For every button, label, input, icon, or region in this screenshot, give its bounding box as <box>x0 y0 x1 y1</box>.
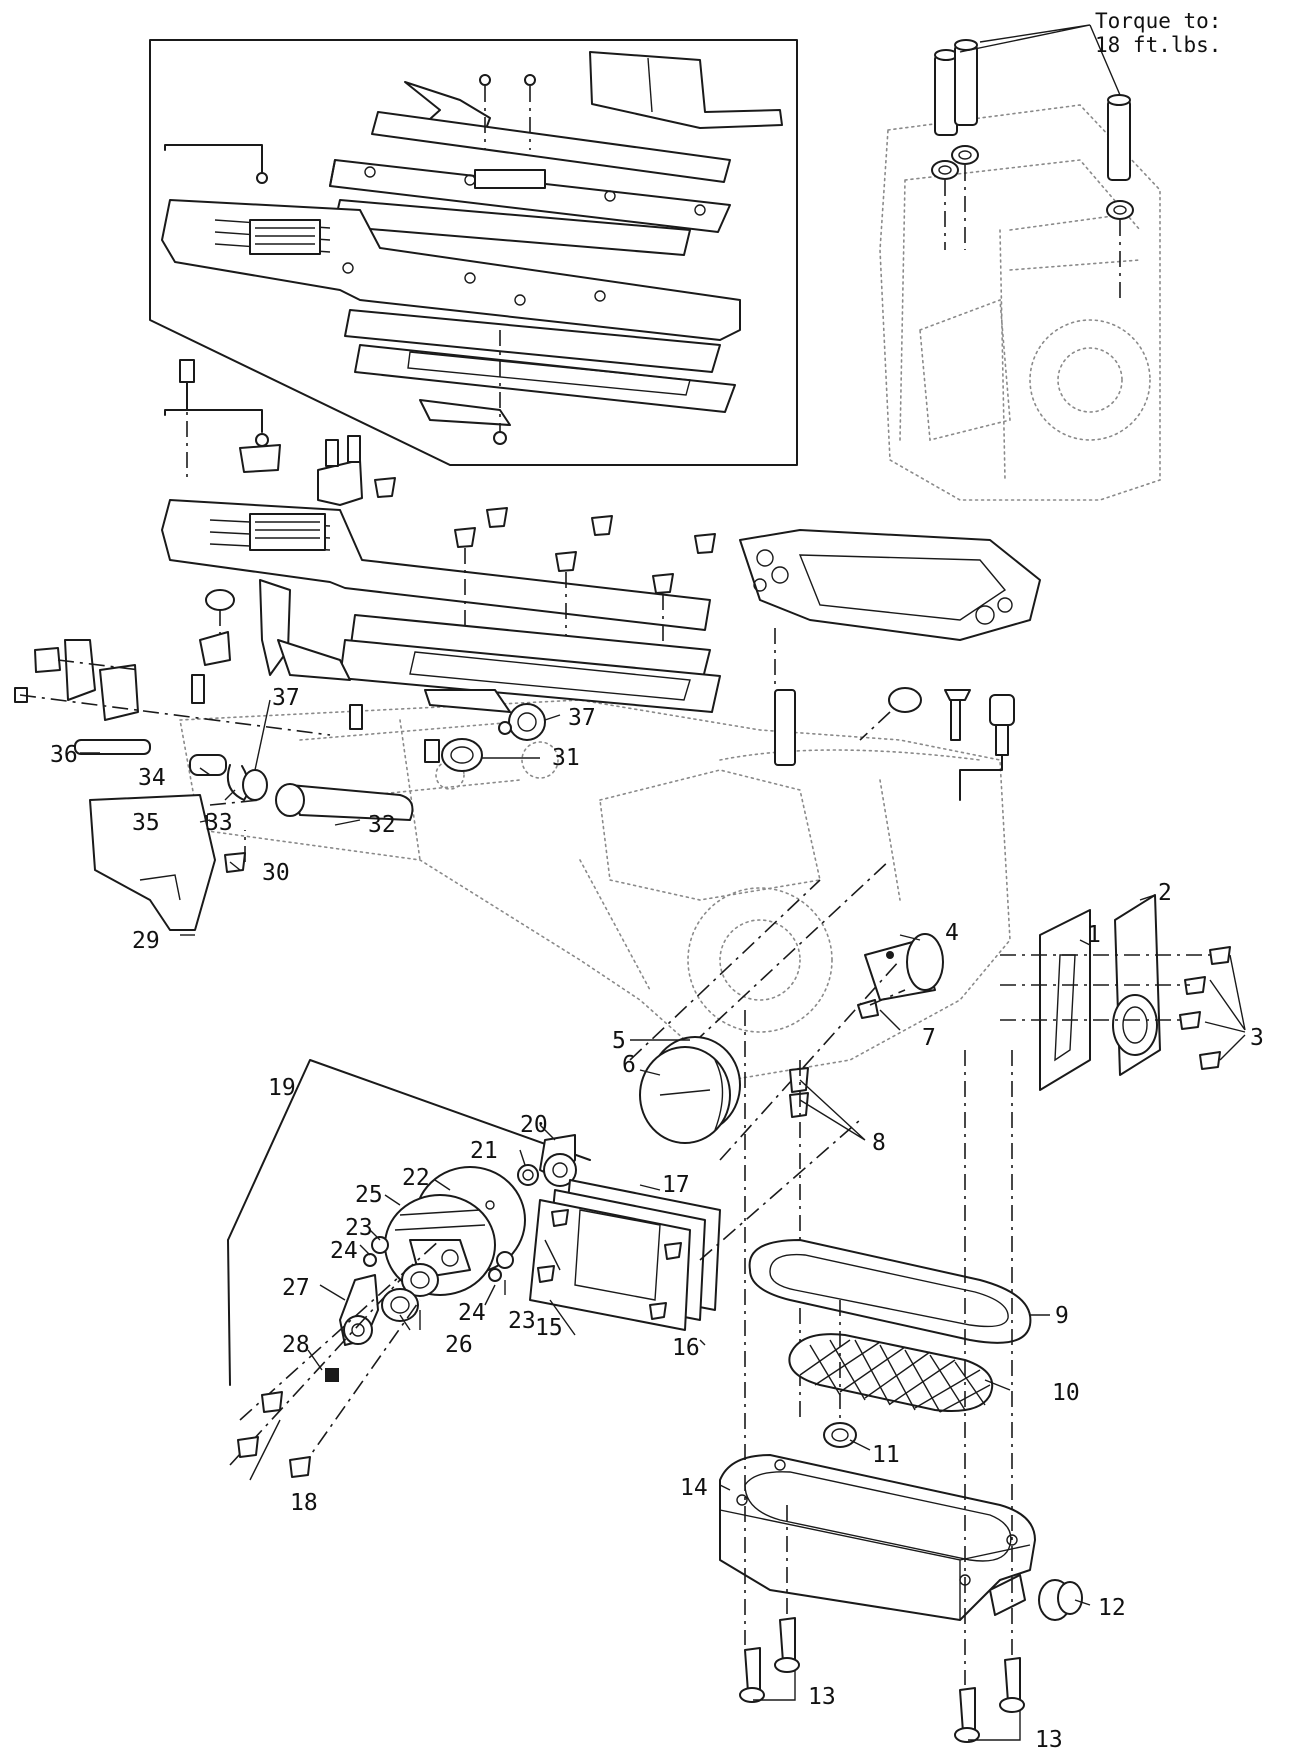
sump-assembly <box>719 1010 1083 1743</box>
dial-assembly <box>227 1059 591 1478</box>
callout-31: 31 <box>552 745 580 771</box>
head-bolts <box>931 24 1134 300</box>
callout-28: 28 <box>282 1332 310 1358</box>
callout-labels: Torque to: 18 ft.lbs. 1 2 3 4 5 6 7 8 9 … <box>50 9 1264 1753</box>
callout-30: 30 <box>262 860 290 886</box>
callout-29: 29 <box>132 928 160 954</box>
callout-4: 4 <box>945 920 959 946</box>
side-plates <box>1000 894 1246 1091</box>
callout-2: 2 <box>1158 880 1172 906</box>
callout-33: 33 <box>205 810 233 836</box>
callout-14: 14 <box>680 1475 708 1501</box>
ghost-cylinder-head <box>879 104 1161 501</box>
callout-32: 32 <box>368 812 396 838</box>
callout-24-right: 24 <box>458 1300 486 1326</box>
callout-37-right: 37 <box>568 705 596 731</box>
callout-23-right: 23 <box>508 1308 536 1334</box>
callout-11: 11 <box>872 1442 900 1468</box>
throat-plate-assembly <box>161 359 721 713</box>
inset-detail-frame <box>149 39 798 466</box>
callout-37-left: 37 <box>272 685 300 711</box>
callout-27: 27 <box>282 1275 310 1301</box>
left-hardware <box>14 639 546 931</box>
center-parts <box>629 859 944 1420</box>
callout-10: 10 <box>1052 1380 1080 1406</box>
callout-leaders <box>80 699 1156 1741</box>
torque-note-line2: 18 ft.lbs. <box>1095 33 1221 57</box>
callout-5: 5 <box>612 1028 626 1054</box>
torque-note-line1: Torque to: <box>1095 9 1221 33</box>
callout-18: 18 <box>290 1490 318 1516</box>
callout-34: 34 <box>138 765 166 791</box>
callout-19: 19 <box>268 1075 296 1101</box>
callout-13-left: 13 <box>808 1684 836 1710</box>
top-gasket <box>739 529 1041 690</box>
callout-26: 26 <box>445 1332 473 1358</box>
cover-plate <box>529 1119 861 1331</box>
callout-22: 22 <box>402 1165 430 1191</box>
callout-8: 8 <box>872 1130 886 1156</box>
callout-21: 21 <box>470 1138 498 1164</box>
callout-3: 3 <box>1250 1025 1264 1051</box>
callout-6: 6 <box>622 1052 636 1078</box>
callout-12: 12 <box>1098 1595 1126 1621</box>
plate-screws <box>374 477 716 675</box>
callout-36: 36 <box>50 742 78 768</box>
upper-right-hardware <box>774 687 1015 801</box>
ghost-main-body <box>179 699 1011 1081</box>
callout-7: 7 <box>922 1025 936 1051</box>
callout-35: 35 <box>132 810 160 836</box>
callout-17: 17 <box>662 1172 690 1198</box>
callout-13-right: 13 <box>1035 1727 1063 1753</box>
callout-25: 25 <box>355 1182 383 1208</box>
callout-23-left: 23 <box>345 1215 373 1241</box>
callout-9: 9 <box>1055 1303 1069 1329</box>
callout-1: 1 <box>1087 922 1101 948</box>
callout-24-left: 24 <box>330 1238 358 1264</box>
callout-15: 15 <box>535 1315 563 1341</box>
callout-16: 16 <box>672 1335 700 1361</box>
callout-20: 20 <box>520 1112 548 1138</box>
